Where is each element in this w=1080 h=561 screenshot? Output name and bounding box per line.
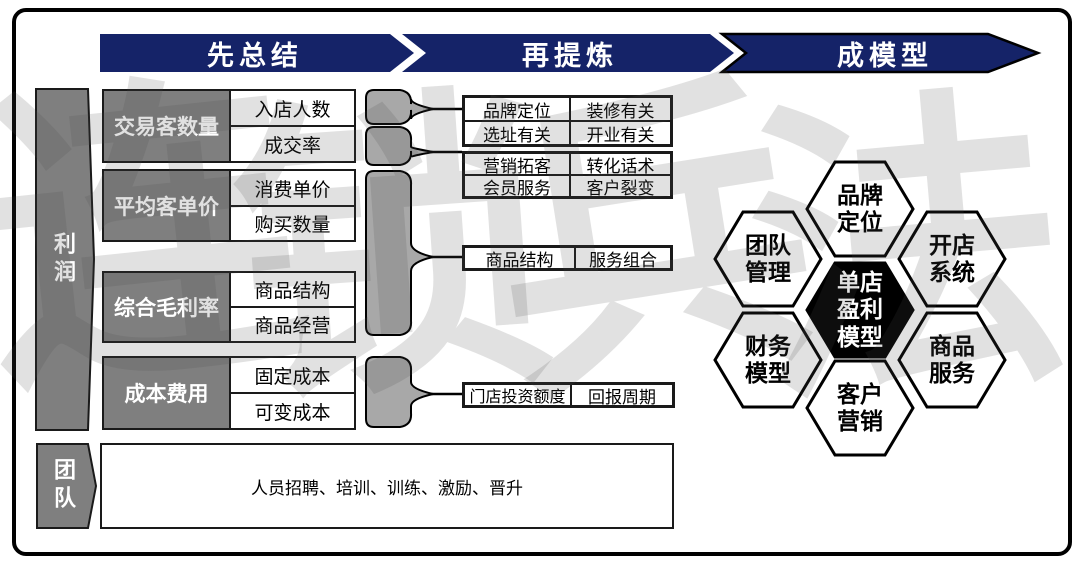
hex-label-brand-positioning: 品牌 定位 <box>815 182 905 236</box>
team-rail-label: 团队 <box>51 458 76 514</box>
sub-box-store-visitors: 入店人数 <box>229 89 356 127</box>
brace-1 <box>365 89 434 125</box>
sub-box-unit-price: 消费单价 <box>229 169 356 207</box>
hex-center-profit-model <box>805 261 915 359</box>
hex-finance-model <box>713 311 823 409</box>
banner-step-3-label: 成模型 <box>837 40 933 71</box>
hex-label-team-management: 团队 管理 <box>723 232 813 286</box>
profit-rail-label: 利润 <box>51 231 76 288</box>
refine-table-2: 营销拓客 转化话术 会员服务 客户裂变 <box>462 151 673 199</box>
hex-line: 模型 <box>745 360 791 386</box>
refine-cell: 回报周期 <box>571 384 673 407</box>
hex-line: 模型 <box>837 323 883 350</box>
hex-team-management <box>713 210 823 308</box>
sub-box-product-structure: 商品结构 <box>229 271 356 308</box>
group-label-transaction-customers: 交易客数量 <box>102 89 231 163</box>
hex-line: 商品 <box>929 332 975 359</box>
brace-3 <box>365 170 434 336</box>
hex-label-customer-marketing: 客户 营销 <box>815 381 905 435</box>
banner-arrow-3 <box>718 32 1042 74</box>
sub-box-purchase-quantity: 购买数量 <box>229 205 356 242</box>
refine-cell: 转化话术 <box>570 153 671 176</box>
hex-label-store-opening-system: 开店 系统 <box>907 232 997 286</box>
hex-store-opening-system <box>897 210 1007 308</box>
team-rail-shape <box>36 443 98 529</box>
hex-line: 财务 <box>745 332 791 359</box>
banner-step-2-label: 再提炼 <box>522 40 618 71</box>
group-label-cost-expense: 成本费用 <box>102 356 231 430</box>
hex-line: 营销 <box>837 408 883 434</box>
refine-cell: 装修有关 <box>570 97 671 121</box>
refine-cell: 商品结构 <box>464 247 575 270</box>
hex-line: 单店 <box>837 269 883 296</box>
hex-label-product-service: 商品 服务 <box>907 333 997 387</box>
hex-line: 开店 <box>929 231 975 258</box>
sub-box-variable-cost: 可变成本 <box>229 392 356 430</box>
sub-box-conversion-rate: 成交率 <box>229 125 356 163</box>
banner-step-1-label: 先总结 <box>207 40 303 71</box>
hex-line: 定位 <box>837 209 883 235</box>
refine-table-1: 品牌定位 装修有关 选址有关 开业有关 <box>462 95 673 147</box>
banner-arrow-2 <box>402 34 734 72</box>
refine-cell: 客户裂变 <box>570 175 671 198</box>
group-label-average-ticket: 平均客单价 <box>102 169 231 242</box>
team-actions-box: 人员招聘、培训、训练、激励、晋升 <box>100 443 674 529</box>
refine-cell: 开业有关 <box>570 121 671 145</box>
hex-line: 服务 <box>929 360 975 386</box>
refine-cell: 营销拓客 <box>464 153 570 176</box>
profit-rail-shape <box>35 88 96 431</box>
hex-line: 管理 <box>745 259 791 285</box>
sub-box-product-operation: 商品经营 <box>229 306 356 343</box>
brace-2 <box>365 126 434 166</box>
brace-4 <box>365 356 434 428</box>
banner-arrow-1 <box>100 34 414 72</box>
hex-line: 系统 <box>929 259 975 285</box>
hex-brand-positioning <box>805 160 915 258</box>
refine-cell: 服务组合 <box>575 247 671 270</box>
refine-table-4: 门店投资额度 回报周期 <box>462 382 675 408</box>
sub-box-fixed-cost: 固定成本 <box>229 356 356 394</box>
hex-label-center-profit-model: 单店 盈利 模型 <box>815 269 905 351</box>
refine-table-3: 商品结构 服务组合 <box>462 245 673 271</box>
hex-product-service <box>897 311 1007 409</box>
hex-line: 团队 <box>745 231 791 258</box>
group-label-gross-margin: 综合毛利率 <box>102 271 231 343</box>
hex-line: 盈利 <box>837 296 883 323</box>
refine-cell: 会员服务 <box>464 175 570 198</box>
hex-line: 客户 <box>837 380 883 407</box>
refine-cell: 品牌定位 <box>464 97 570 121</box>
hex-label-finance-model: 财务 模型 <box>723 333 813 387</box>
refine-cell: 选址有关 <box>464 121 570 145</box>
hex-customer-marketing <box>805 359 915 457</box>
hex-line: 品牌 <box>837 181 883 208</box>
refine-cell: 门店投资额度 <box>464 384 571 406</box>
